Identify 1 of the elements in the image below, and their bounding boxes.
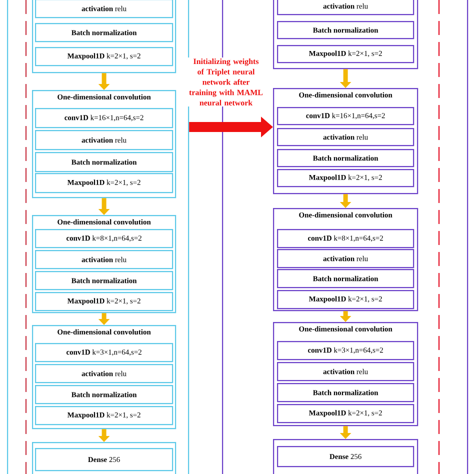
network-panel (7, 0, 190, 474)
